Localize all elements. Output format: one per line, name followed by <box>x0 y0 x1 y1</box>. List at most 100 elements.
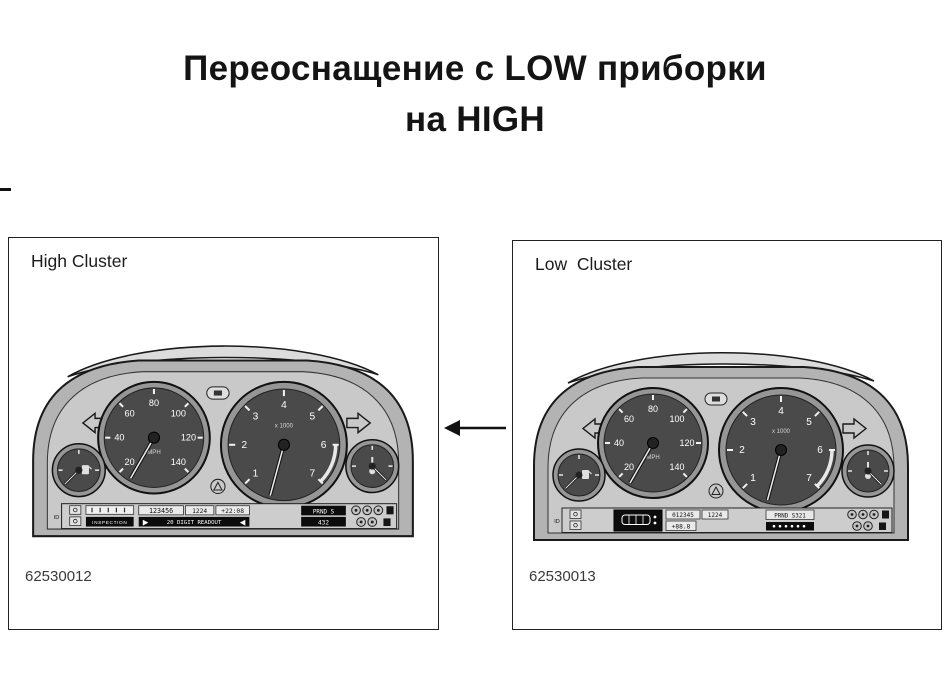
svg-text:120: 120 <box>679 438 694 448</box>
clock-cell <box>215 505 250 516</box>
gear-indicator <box>765 509 815 520</box>
svg-text:80: 80 <box>149 398 159 408</box>
fuel-gauge <box>51 443 106 498</box>
bottom-strip: ID <box>554 507 893 533</box>
svg-text:140: 140 <box>669 462 684 472</box>
odometer-value: 123456 <box>149 507 173 515</box>
temp-gauge <box>841 444 895 498</box>
part-number-low: 62530013 <box>529 568 596 585</box>
fuel-pump-icon <box>582 470 592 479</box>
speedometer-numbers: 20 40 60 80 100 120 140 <box>614 404 695 472</box>
tachometer-numbers: 1 2 3 4 5 6 7 <box>242 400 327 479</box>
fuel-gauge <box>552 448 606 502</box>
tachometer: 1 2 3 4 5 6 7 x 1000 <box>718 387 844 513</box>
fuel-pump-icon <box>81 465 92 475</box>
svg-text:4: 4 <box>778 406 784 417</box>
trip-cell <box>701 509 729 520</box>
dot-matrix-cell <box>766 522 814 531</box>
part-number-high: 62530012 <box>25 568 92 585</box>
inspection-label: INSPECTION <box>92 520 127 526</box>
warning-lamp-boxes <box>569 509 582 530</box>
svg-text:100: 100 <box>669 414 684 424</box>
speedometer-unit: MPH <box>147 449 161 456</box>
tachometer-ticks <box>229 389 339 485</box>
svg-text:1: 1 <box>253 468 259 479</box>
strip-id-label: ID <box>554 519 560 525</box>
speedometer-ticks <box>605 395 701 478</box>
gear-indicator <box>301 505 346 516</box>
svg-text:5: 5 <box>806 417 812 428</box>
svg-text:5: 5 <box>310 411 316 422</box>
speedometer-numbers: 20 40 60 80 100 120 140 <box>114 398 196 467</box>
fuel-gauge-needle <box>564 471 583 490</box>
panel-low-cluster: Low Cluster 20 <box>512 240 942 630</box>
panel-high-cluster: High Cluster <box>8 237 439 630</box>
speedometer-needle <box>129 431 161 480</box>
temp-gauge <box>345 438 400 494</box>
title-line-2: на HIGH <box>405 99 545 139</box>
edge-line <box>0 188 11 191</box>
strip-temp-icon <box>879 522 886 530</box>
svg-text:3: 3 <box>253 411 259 422</box>
svg-text:2: 2 <box>242 440 248 451</box>
svg-text:80: 80 <box>648 404 658 414</box>
clock-value: +22:08 <box>221 508 244 515</box>
turn-signal-right-icon <box>842 417 868 440</box>
svg-text:20: 20 <box>125 457 135 467</box>
svg-text:40: 40 <box>614 438 624 448</box>
tachometer-numbers: 1 2 3 4 5 6 7 <box>739 406 823 484</box>
strip-right-indicators <box>847 509 889 531</box>
svg-text:7: 7 <box>310 468 316 479</box>
temp-gauge-needle <box>864 467 883 486</box>
code-value: 432 <box>318 519 329 526</box>
low-cluster-illustration: 20 40 60 80 100 120 140 MPH <box>533 352 909 541</box>
trip-value: 1224 <box>192 508 207 515</box>
warning-triangle-icon <box>210 478 226 495</box>
gear-value: PRND S <box>313 509 335 515</box>
speedometer: 20 40 60 80 100 120 140 MPH <box>597 387 709 499</box>
panel-label-low: Low Cluster <box>535 254 633 274</box>
strip-right-indicators <box>351 505 394 527</box>
retrofit-arrow <box>442 415 510 441</box>
temp-gauge-needle <box>368 462 387 481</box>
code-cell <box>301 516 346 527</box>
tachometer-scale: x 1000 <box>772 429 791 435</box>
temp-value: +88.8 <box>672 523 691 530</box>
svg-text:3: 3 <box>750 417 756 428</box>
indicator-pill-icon <box>704 392 728 406</box>
svg-text:100: 100 <box>171 408 186 418</box>
strip-temp-icon <box>383 518 391 527</box>
odometer-cell <box>138 505 184 516</box>
warning-triangle-icon <box>708 483 724 499</box>
tachometer-needle <box>268 438 291 497</box>
svg-text:60: 60 <box>125 408 135 418</box>
readout-arrow-right-icon <box>142 519 149 526</box>
speedometer-ticks <box>105 388 203 473</box>
speedometer-unit: MPH <box>646 455 659 461</box>
svg-text:20: 20 <box>624 462 634 472</box>
strip-id-label: ID <box>54 515 60 521</box>
retrofit-arrow-icon <box>444 420 506 436</box>
bottom-strip: ID INSPECTION <box>54 503 398 530</box>
svg-text:1: 1 <box>750 473 756 484</box>
svg-text:40: 40 <box>114 433 124 443</box>
service-interval-display: INSPECTION <box>85 505 135 527</box>
tachometer-ticks <box>727 396 835 489</box>
page-title: Переоснащение с LOW приборки на HIGH <box>0 44 950 146</box>
svg-text:7: 7 <box>806 473 812 484</box>
readout-arrow-left-icon <box>239 519 246 526</box>
svg-text:120: 120 <box>181 433 196 443</box>
turn-signal-right-icon <box>346 411 372 435</box>
indicator-pill-icon <box>206 386 230 400</box>
svg-text:6: 6 <box>817 445 823 456</box>
svg-text:4: 4 <box>281 400 287 411</box>
warning-lamp-boxes <box>69 505 82 526</box>
speedometer-needle <box>628 437 659 484</box>
svg-text:60: 60 <box>624 414 634 424</box>
trip-cell <box>185 505 215 516</box>
trip-value: 1224 <box>708 512 723 519</box>
title-line-1: Переоснащение с LOW приборки <box>183 49 767 88</box>
panel-label-high: High Cluster <box>31 251 128 271</box>
tachometer-needle <box>765 444 787 501</box>
